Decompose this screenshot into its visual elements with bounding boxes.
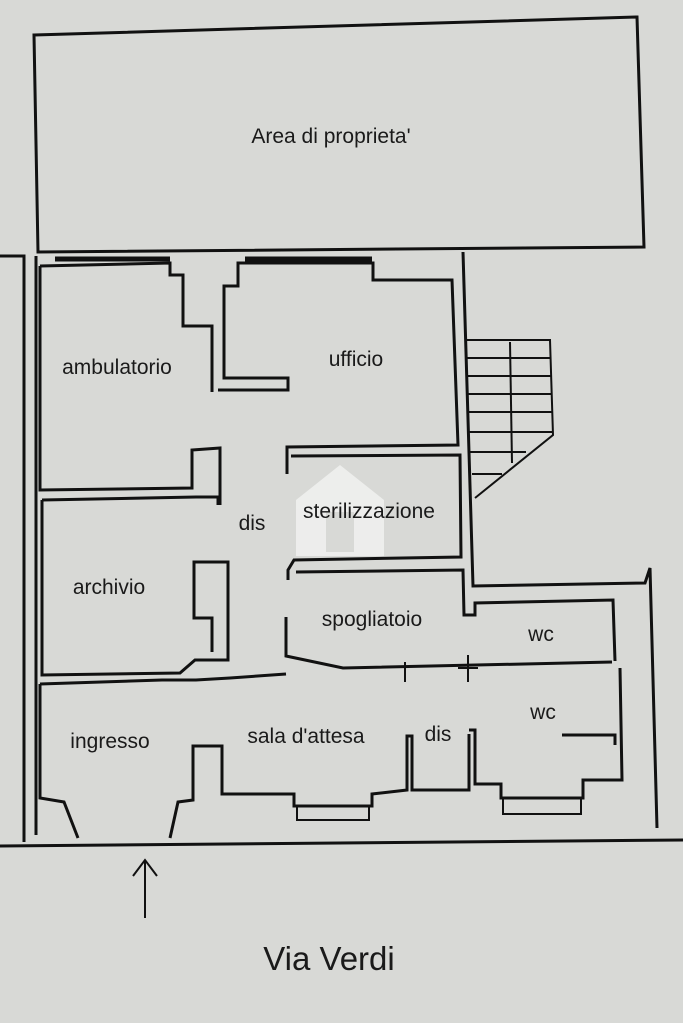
label-sterilizzazione: sterilizzazione xyxy=(303,500,435,523)
label-area: Area di proprieta' xyxy=(251,125,410,148)
label-ambulatorio: ambulatorio xyxy=(62,356,172,379)
property-area xyxy=(32,15,646,254)
label-sala-attesa: sala d'attesa xyxy=(247,725,365,748)
label-ufficio: ufficio xyxy=(329,348,383,371)
arrow-up-icon xyxy=(132,858,158,918)
label-archivio: archivio xyxy=(73,576,145,599)
label-wc-lower: wc xyxy=(529,701,556,724)
label-dis-lower: dis xyxy=(425,723,452,746)
room-ambulatorio-walls xyxy=(38,261,222,505)
label-dis-corridor: dis xyxy=(239,512,266,535)
room-wc-lower-walls xyxy=(469,667,624,800)
label-ingresso: ingresso xyxy=(70,730,149,753)
outer-walls xyxy=(0,251,683,848)
room-ingresso-sala-walls xyxy=(38,672,582,839)
room-ufficio-walls xyxy=(218,261,460,474)
label-wc-upper: wc xyxy=(527,623,554,646)
home-watermark-icon xyxy=(296,465,384,556)
label-spogliatoio: spogliatoio xyxy=(322,608,422,631)
room-archivio-walls xyxy=(40,495,230,677)
room-sterilizzazione-walls xyxy=(286,453,463,580)
room-spogliatoio-walls xyxy=(284,568,617,682)
stairs xyxy=(467,339,555,499)
street-name: Via Verdi xyxy=(263,940,394,977)
